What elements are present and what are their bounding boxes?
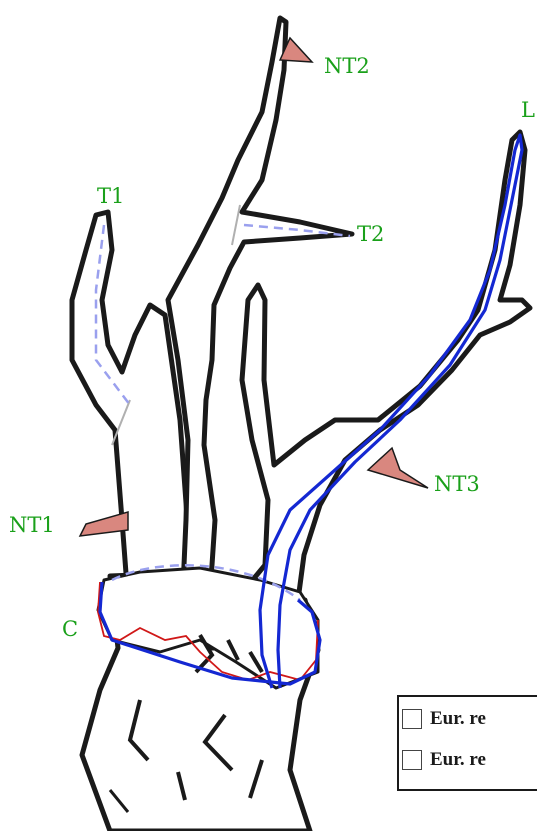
- nt3-tine: [368, 448, 428, 488]
- legend-row-2: Eur. re: [402, 749, 486, 771]
- label-c: C: [62, 617, 78, 641]
- legend-checkbox-1[interactable]: [402, 709, 422, 729]
- label-nt2: NT2: [324, 54, 370, 78]
- label-t2: T2: [357, 222, 384, 246]
- label-t1: T1: [97, 184, 124, 208]
- left-beam: [72, 212, 198, 600]
- right-beam: [212, 132, 530, 648]
- legend-label-1: Eur. re: [430, 708, 486, 730]
- legend-checkbox-2[interactable]: [402, 750, 422, 770]
- label-l: L: [521, 98, 535, 122]
- legend-box: Eur. re Eur. re: [397, 695, 537, 791]
- legend-row-1: Eur. re: [402, 708, 486, 730]
- legend-label-2: Eur. re: [430, 749, 486, 771]
- label-nt1: NT1: [9, 513, 55, 537]
- label-nt3: NT3: [434, 472, 480, 496]
